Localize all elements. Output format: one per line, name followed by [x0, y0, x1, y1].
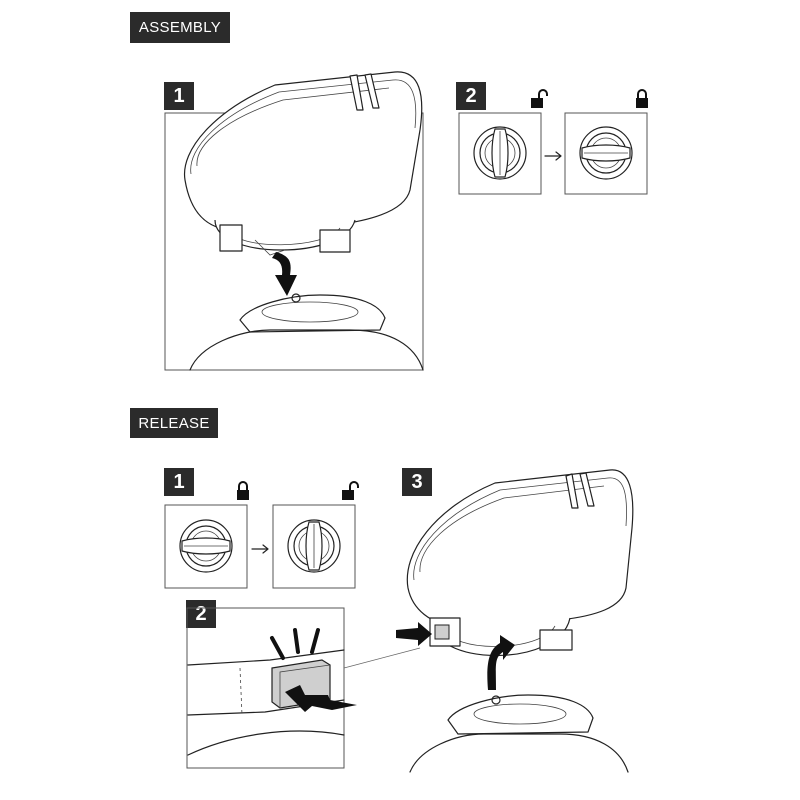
detail-leader-line — [343, 647, 421, 669]
assembly-step-2-badge: 2 — [456, 82, 486, 110]
tank-bag-illustration — [183, 71, 423, 256]
assembly-section-label: ASSEMBLY — [130, 12, 230, 43]
release-step-2-panel — [186, 607, 421, 769]
assembly-knob-closed-frame — [564, 112, 648, 195]
tank-bag-illustration — [406, 469, 634, 657]
click-marks-icon — [270, 628, 320, 660]
knob-open-icon — [473, 126, 527, 180]
release-knob-closed-frame — [164, 504, 248, 589]
tank-ring-base — [189, 293, 424, 371]
push-arrow-icon — [396, 622, 432, 646]
unlocked-icon — [341, 481, 359, 501]
assembly-knob-open-frame — [458, 112, 542, 195]
insert-arrow-icon — [272, 252, 297, 296]
press-arrow-icon — [285, 685, 357, 712]
assembly-step-2-panel — [458, 89, 649, 195]
release-step-1-panel — [164, 481, 359, 589]
release-section-label: RELEASE — [130, 408, 218, 438]
knob-closed-icon — [179, 519, 233, 573]
assembly-step-1-badge: 1 — [164, 82, 194, 110]
locked-icon — [635, 89, 649, 109]
release-step-1-badge: 1 — [164, 468, 194, 496]
unlocked-icon — [530, 89, 548, 109]
lift-arrow-icon — [487, 635, 515, 690]
release-knob-open-frame — [272, 504, 356, 589]
tank-ring-base — [409, 694, 629, 773]
release-step-2-frame — [186, 607, 345, 769]
locked-icon — [236, 481, 250, 501]
sequence-arrow-icon — [544, 151, 562, 161]
release-step-2-badge: 2 — [186, 600, 216, 628]
sequence-arrow-icon — [251, 544, 269, 554]
knob-closed-icon — [579, 126, 633, 180]
release-step-3-badge: 3 — [402, 468, 432, 496]
release-step-3-panel — [396, 469, 634, 773]
knob-open-icon — [287, 519, 341, 573]
assembly-step-1-panel — [164, 71, 424, 371]
